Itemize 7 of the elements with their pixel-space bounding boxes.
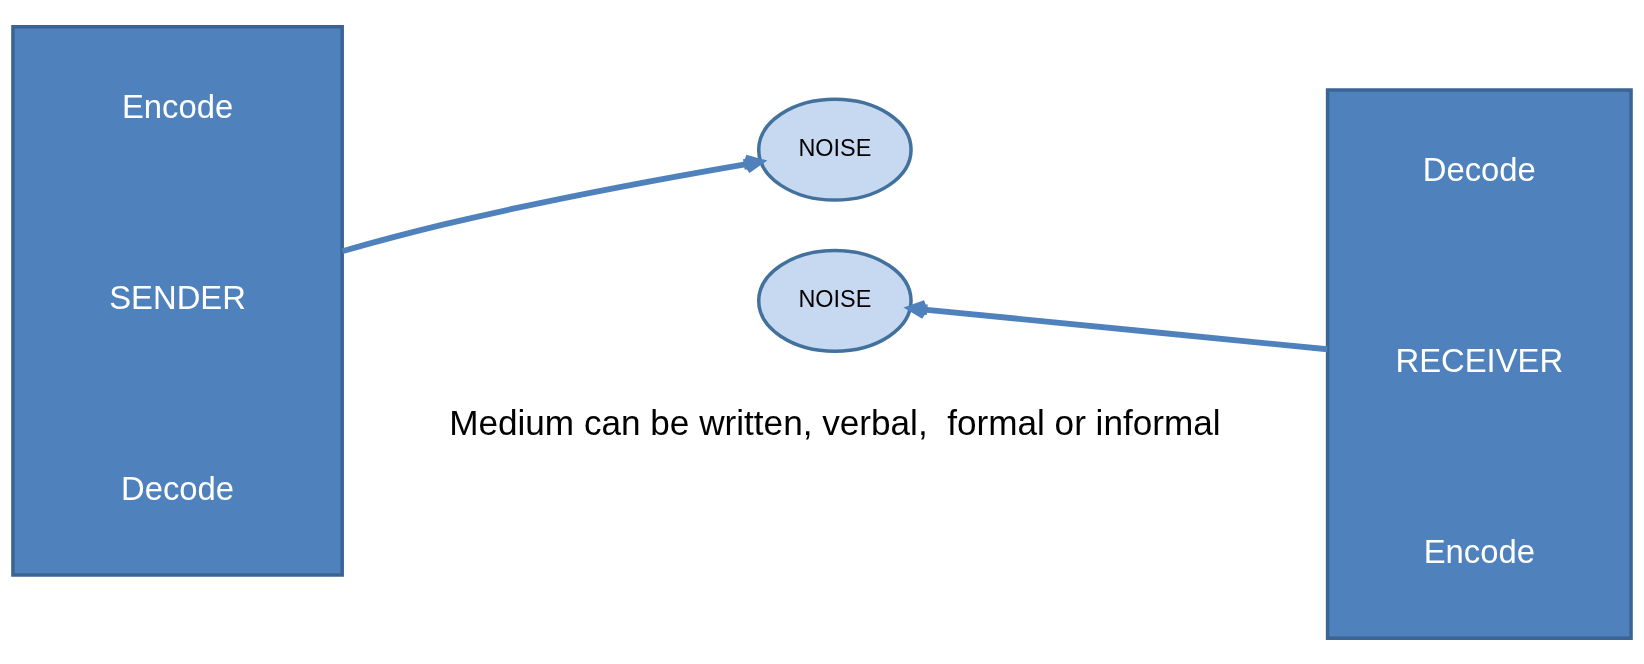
node-box: Decode RECEIVER Encode — [1325, 87, 1633, 640]
arrow — [906, 299, 1328, 352]
label: Medium can be written, verbal, formal or informal — [449, 402, 1221, 442]
node-ellipse: NOISE — [756, 248, 913, 353]
node-ellipse: NOISE — [756, 97, 913, 202]
arrow — [341, 154, 765, 254]
node-box: Encode SENDER Decode — [11, 24, 344, 577]
